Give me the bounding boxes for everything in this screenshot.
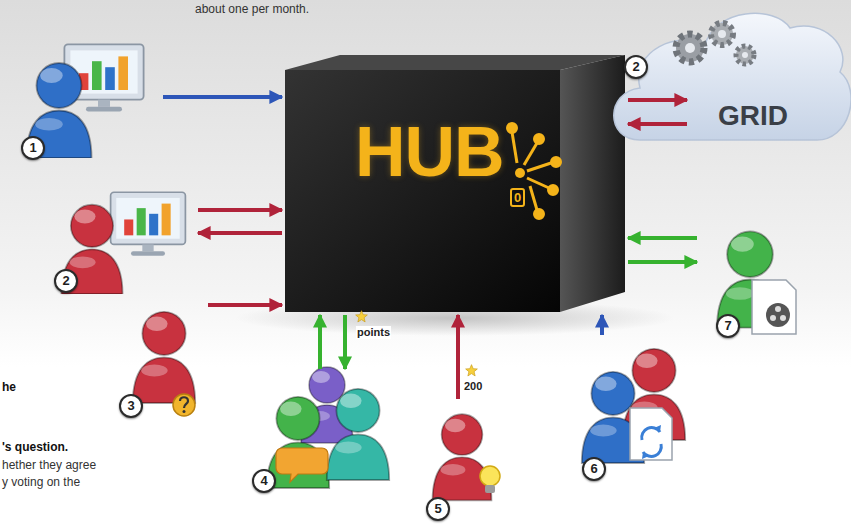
hub-logo-zero: 0 bbox=[510, 188, 525, 207]
user-group bbox=[267, 367, 389, 488]
callout-number: 4 bbox=[252, 469, 276, 493]
hub-box bbox=[285, 55, 625, 312]
user-with-chart bbox=[27, 44, 144, 158]
arrow-line bbox=[628, 98, 687, 102]
user-with-chart bbox=[61, 192, 185, 294]
note-fragment: 's question. bbox=[2, 440, 68, 454]
callout-number: 2 bbox=[54, 269, 78, 293]
gears bbox=[676, 23, 754, 64]
arrow-line bbox=[208, 303, 282, 307]
edge-label: 200 bbox=[463, 380, 483, 393]
grid-cloud bbox=[614, 13, 851, 140]
note-fragment: he bbox=[2, 380, 16, 394]
user-node: 1 bbox=[10, 25, 160, 165]
callout-number: 3 bbox=[119, 394, 143, 418]
user-group-node: 4 bbox=[248, 372, 402, 514]
arrow-line bbox=[628, 122, 687, 126]
arrow-line bbox=[628, 236, 697, 240]
arrow-line bbox=[343, 315, 347, 369]
grid-title: GRID bbox=[718, 102, 788, 130]
flow-arrow bbox=[320, 315, 345, 369]
hub-box: HUB 0 bbox=[285, 55, 625, 312]
arrow-line bbox=[628, 260, 697, 264]
user-asking bbox=[133, 312, 195, 416]
users-sharing bbox=[582, 349, 685, 463]
hub-title: HUB bbox=[355, 117, 504, 187]
arrow-line bbox=[600, 315, 604, 335]
edge-label: points bbox=[356, 326, 391, 339]
flow-arrow bbox=[208, 305, 282, 306]
user-node: 2 bbox=[45, 175, 195, 296]
flow-arrow bbox=[628, 100, 687, 124]
grid-cloud: GRID bbox=[690, 2, 846, 142]
callout-number: 5 bbox=[426, 497, 450, 521]
user-node: 5 bbox=[422, 402, 505, 524]
note-fragment: about one per month. bbox=[195, 2, 309, 16]
callout-number: 7 bbox=[716, 314, 740, 338]
user-node: 7 bbox=[700, 222, 812, 347]
flow-arrow bbox=[198, 210, 282, 233]
points-star bbox=[356, 311, 368, 322]
note-fragment: y voting on the bbox=[2, 475, 80, 489]
arrow-line bbox=[198, 231, 282, 235]
callout-number: 6 bbox=[582, 457, 606, 481]
callout-number: 1 bbox=[21, 136, 45, 160]
arrow-line bbox=[456, 315, 460, 399]
arrow-line bbox=[163, 95, 282, 99]
flow-arrow bbox=[602, 315, 603, 335]
arrow-line bbox=[318, 315, 322, 369]
user-with-idea bbox=[433, 414, 500, 500]
flow-arrow bbox=[628, 238, 697, 262]
arrow-line bbox=[198, 208, 282, 212]
flow-arrow bbox=[458, 315, 459, 399]
user-group-node: 6 bbox=[572, 338, 697, 488]
user-node: 3 bbox=[115, 298, 205, 421]
hub-logo-rays bbox=[508, 124, 561, 219]
points-star bbox=[466, 365, 478, 376]
callout-number: 2 bbox=[624, 55, 648, 79]
flow-arrow bbox=[163, 97, 282, 98]
note-fragment: hether they agree bbox=[2, 458, 96, 472]
